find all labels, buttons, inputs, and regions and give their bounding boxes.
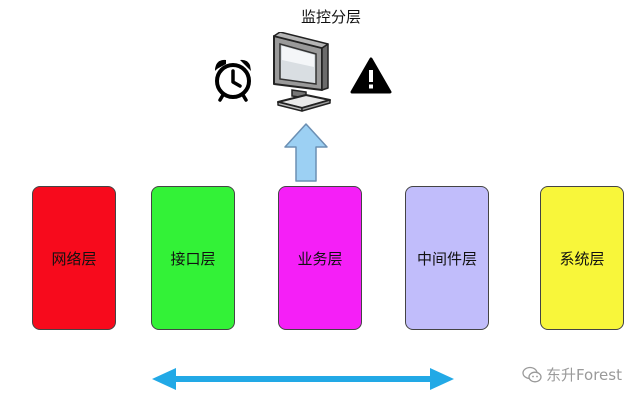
layer-business: 业务层 — [278, 186, 362, 330]
layer-middleware: 中间件层 — [405, 186, 489, 330]
watermark: 东升Forest — [522, 364, 622, 385]
layer-label: 系统层 — [559, 249, 605, 268]
layer-network: 网络层 — [32, 186, 116, 330]
layer-label: 网络层 — [51, 249, 97, 268]
layer-label: 业务层 — [297, 249, 343, 268]
layer-system: 系统层 — [540, 186, 624, 330]
computer-monitor-icon — [273, 32, 331, 112]
horizontal-double-arrow — [152, 368, 454, 390]
layer-interface: 接口层 — [151, 186, 235, 330]
diagram-title: 监控分层 — [300, 8, 361, 26]
warning-triangle-icon — [350, 57, 392, 94]
wechat-icon — [522, 366, 542, 382]
up-arrow — [284, 123, 328, 182]
layer-label: 接口层 — [170, 249, 216, 268]
alarm-clock-icon — [214, 59, 251, 102]
layer-label: 中间件层 — [416, 249, 477, 268]
watermark-text: 东升Forest — [545, 366, 622, 384]
